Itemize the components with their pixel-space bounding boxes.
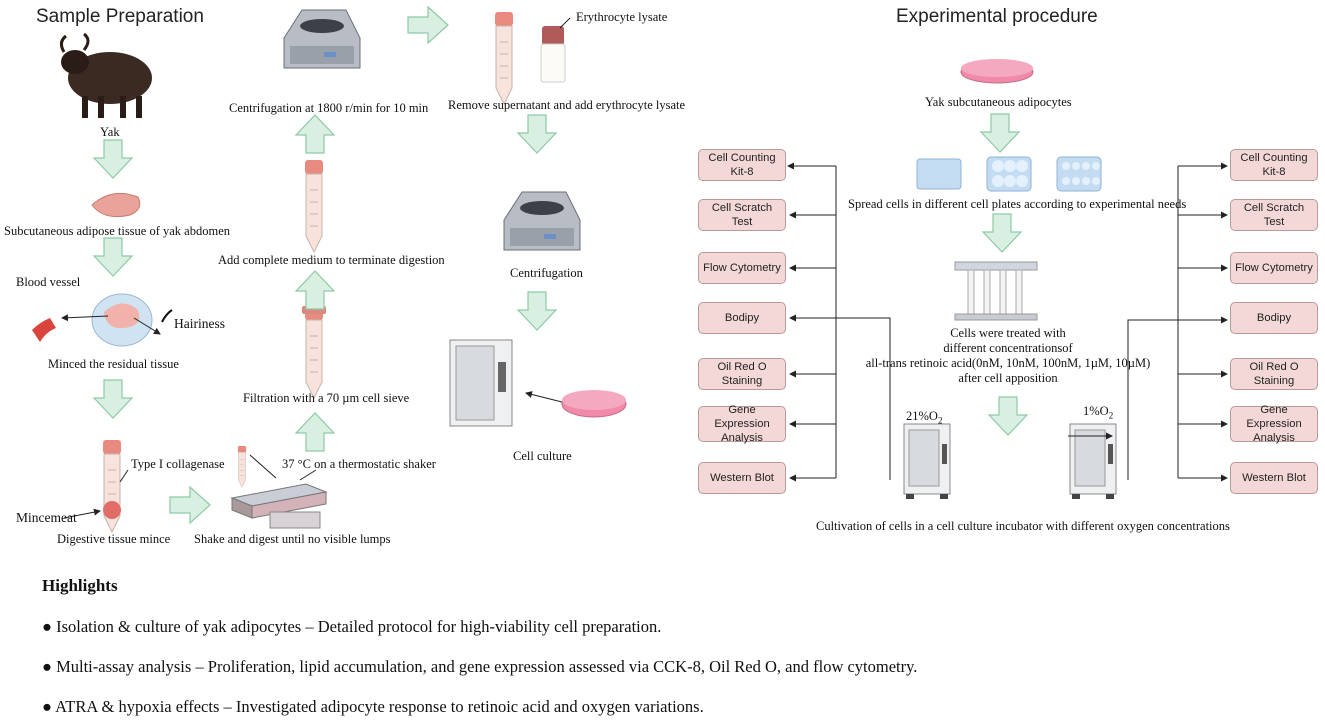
cultivation-label: Cultivation of cells in a cell culture i…: [816, 519, 1230, 533]
medium-label: Add complete medium to terminate digesti…: [218, 253, 445, 267]
minced-label: Minced the residual tissue: [48, 357, 179, 371]
shaker-label: 37 °C on a thermostatic shaker: [282, 457, 436, 471]
filtration-label: Filtration with a 70 µm cell sieve: [243, 391, 410, 405]
tissue-label: Subcutaneous adipose tissue of yak abdom…: [4, 224, 230, 238]
assay-right-bodipy: Bodipy: [1230, 302, 1318, 334]
assay-right-scratch: Cell Scratch Test: [1230, 199, 1318, 231]
remove-label: Remove supernatant and add erythrocyte l…: [448, 98, 686, 112]
assay-left-bodipy: Bodipy: [698, 302, 786, 334]
incubator-illustration: [449, 339, 513, 427]
assay-right-cck8: Cell Counting Kit-8: [1230, 149, 1318, 181]
assay-right-flow: Flow Cytometry: [1230, 252, 1318, 284]
experimental-procedure-title: Experimental procedure: [896, 6, 1098, 27]
culture-label: Cell culture: [513, 449, 572, 463]
assay-left-cck8: Cell Counting Kit-8: [698, 149, 786, 181]
highlight-item-1: ● Isolation & culture of yak adipocytes …: [42, 617, 662, 636]
assay-left-flow: Flow Cytometry: [698, 252, 786, 284]
spread-label: Spread cells in different cell plates ac…: [848, 197, 1187, 211]
erythrocyte-label: Erythrocyte lysate: [576, 10, 668, 24]
tube-rack-illustration: [954, 261, 1038, 321]
assay-connectors: [787, 162, 1228, 482]
assay-right-oil-red: Oil Red O Staining: [1230, 358, 1318, 390]
treated-label: Cells were treated with different concen…: [865, 326, 1151, 385]
adipocytes-label: Yak subcutaneous adipocytes: [925, 95, 1072, 109]
assay-right-gene: Gene Expression Analysis: [1230, 404, 1318, 444]
mincemeat-label: Mincemeat: [16, 510, 77, 525]
yak-label: Yak: [100, 125, 120, 139]
collagenase-label: Type I collagenase: [131, 457, 225, 471]
centrifugation1-label: Centrifugation at 1800 r/min for 10 min: [229, 101, 429, 115]
shake-label: Shake and digest until no visible lumps: [194, 532, 391, 546]
highlights-title: Highlights: [42, 576, 118, 595]
yak-illustration: [59, 32, 152, 118]
highlight-item-3: ● ATRA & hypoxia effects – Investigated …: [42, 697, 704, 716]
assay-left-western: Western Blot: [698, 462, 786, 494]
hairiness-label: Hairiness: [174, 316, 225, 331]
assay-right-western: Western Blot: [1230, 462, 1318, 494]
shaker-illustration: [230, 483, 328, 529]
assay-left-gene: Gene Expression Analysis: [698, 404, 786, 444]
highlight-item-2: ● Multi-assay analysis – Proliferation, …: [42, 657, 918, 676]
sample-preparation-title: Sample Preparation: [36, 6, 204, 27]
blood-vessel-label: Blood vessel: [16, 275, 81, 289]
digestive-label: Digestive tissue mince: [57, 532, 171, 546]
oxygen-1-label: 1%O2: [1083, 404, 1114, 421]
assay-left-scratch: Cell Scratch Test: [698, 199, 786, 231]
oxygen-21-label: 21%O2: [906, 409, 943, 426]
assay-left-oil-red: Oil Red O Staining: [698, 358, 786, 390]
centrifugation2-label: Centrifugation: [510, 266, 583, 280]
